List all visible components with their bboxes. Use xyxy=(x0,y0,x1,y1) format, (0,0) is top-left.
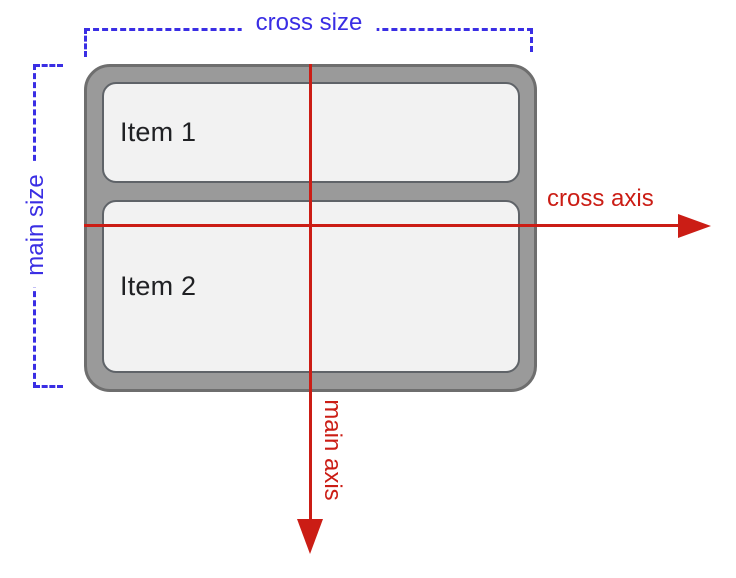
main-axis-label: main axis xyxy=(319,399,346,501)
flex-item-2-label: Item 2 xyxy=(120,271,197,301)
cross-size-bracket-right-end xyxy=(530,28,533,52)
main-axis-line xyxy=(309,64,312,520)
cross-axis-arrowhead-icon xyxy=(678,214,711,238)
cross-axis-line xyxy=(84,224,680,227)
cross-size-label: cross size xyxy=(241,9,377,37)
main-size-bracket-bottom-end xyxy=(34,385,63,388)
main-size-bracket-top-end xyxy=(34,64,63,67)
cross-axis-label: cross axis xyxy=(547,185,654,212)
cross-size-bracket-left-end xyxy=(84,28,87,57)
flex-item-1-label: Item 1 xyxy=(120,117,197,147)
main-size-label: main size xyxy=(22,162,50,288)
main-axis-arrowhead-icon xyxy=(297,519,323,554)
